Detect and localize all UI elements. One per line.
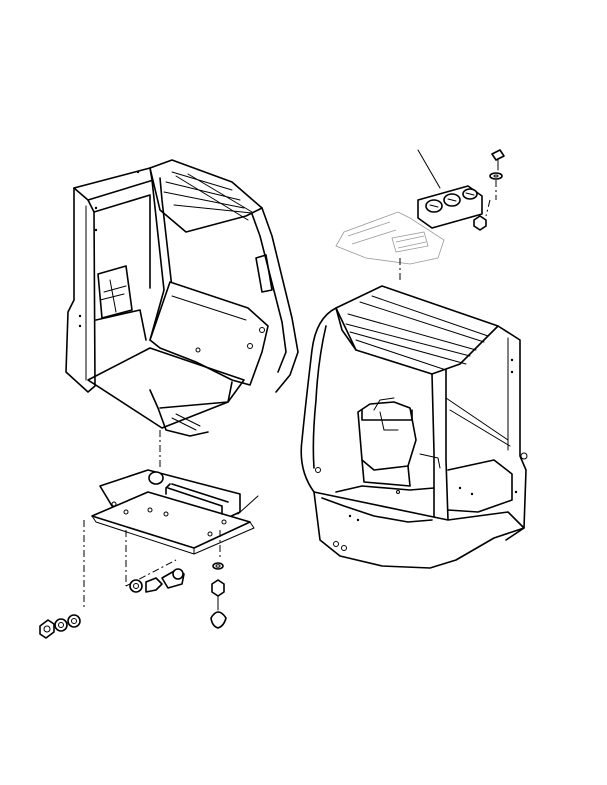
nut-washer-stack [39,614,81,639]
center-line-bolt [125,530,177,587]
cab-frame-right [300,285,528,569]
overhead-control-panel [335,149,505,280]
fastener-set [39,520,227,639]
floor-plate-assembly [91,469,259,555]
bolt-with-washer [129,568,185,593]
screw-and-cap [210,562,227,629]
cab-frame-left [65,159,299,437]
